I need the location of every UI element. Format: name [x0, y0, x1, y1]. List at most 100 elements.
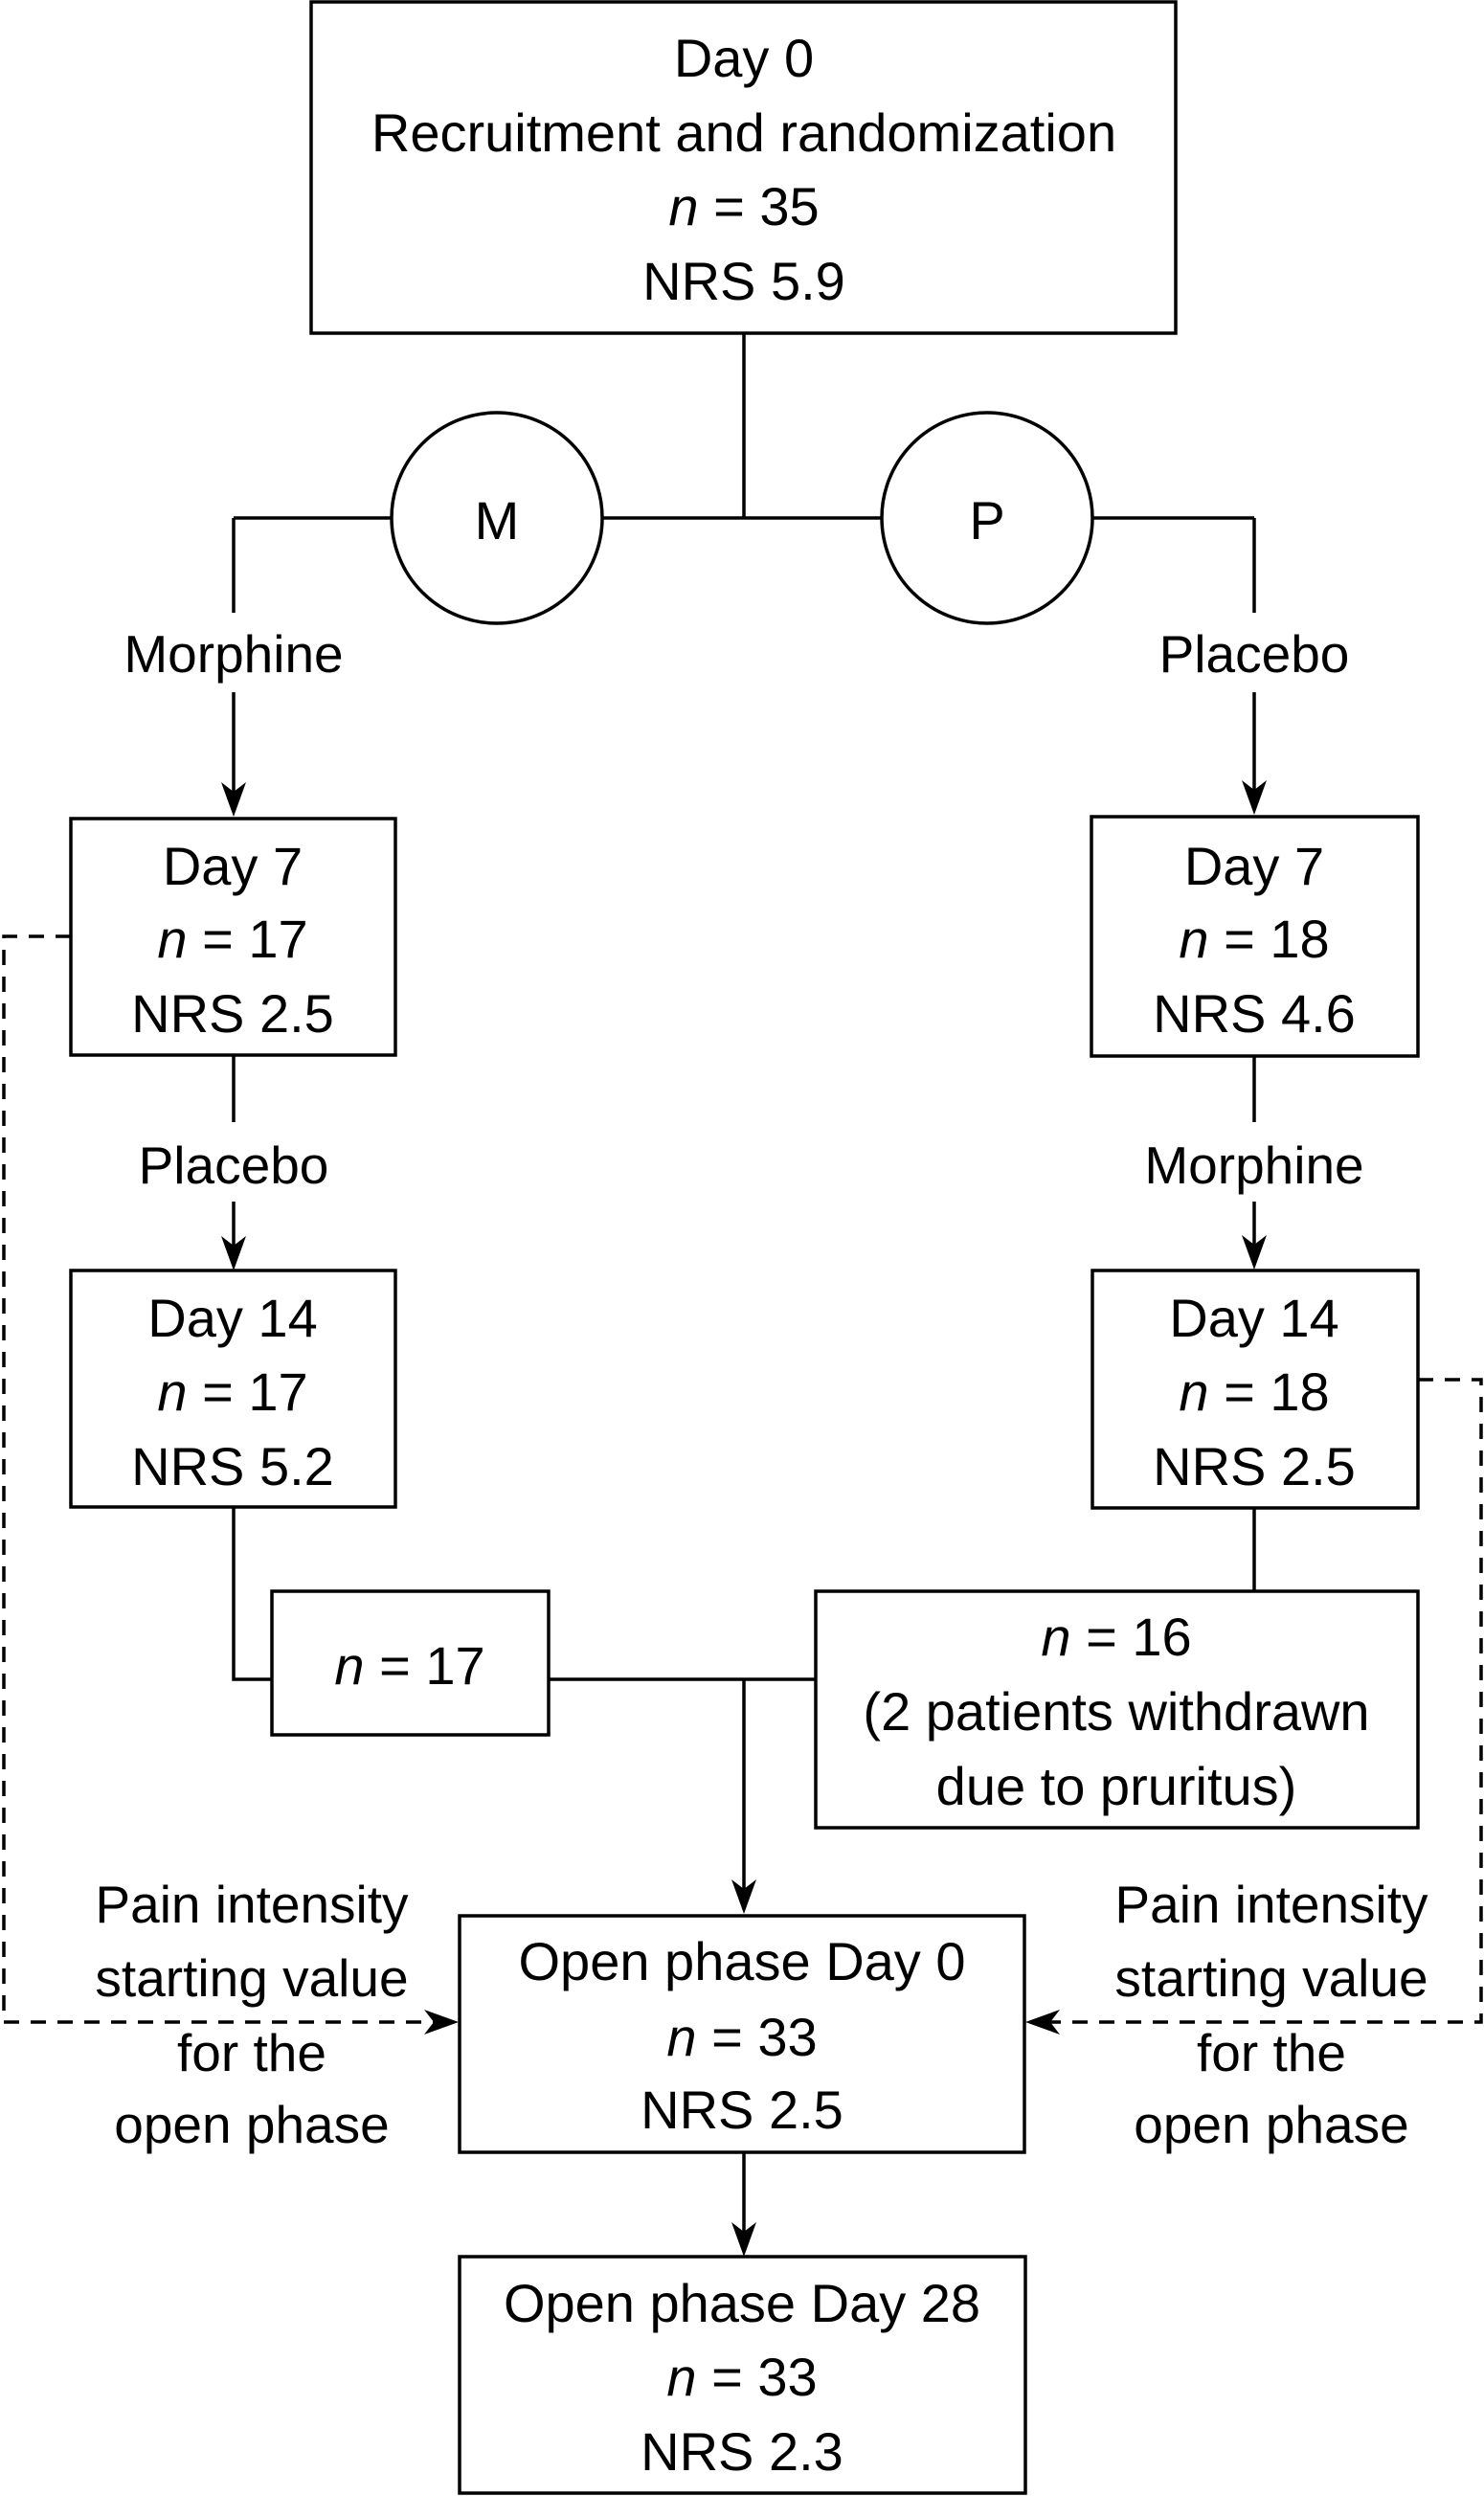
withdrawal-note: due to pruritus) — [936, 1756, 1297, 1816]
node-p-day14: Day 14 n = 18 NRS 2.5 — [1091, 1269, 1420, 1510]
svg-text:NRS 2.5: NRS 2.5 — [131, 983, 334, 1044]
side-note-left: Pain intensity starting value for the op… — [95, 1875, 409, 2154]
node-arm-p: P — [880, 411, 1094, 625]
n-value: = 33 — [697, 2007, 818, 2067]
svg-text:n = 17: n = 17 — [157, 1361, 307, 1422]
edge-label-p-second: Morphine — [1144, 1136, 1363, 1195]
node-title: Day 14 — [1169, 1288, 1338, 1348]
node-title: Day 14 — [147, 1288, 317, 1348]
edge-label-m-first: Morphine — [124, 624, 343, 684]
svg-text:Morphine: Morphine — [124, 624, 343, 684]
svg-text:M: M — [475, 490, 520, 551]
nrs-value: NRS 2.5 — [1153, 1436, 1356, 1496]
nrs-value: NRS 5.9 — [642, 251, 845, 311]
node-m-day7: Day 7 n = 17 NRS 2.5 — [69, 817, 397, 1057]
side-note-line: Pain intensity — [1114, 1875, 1428, 1934]
n-symbol: n — [334, 1635, 364, 1696]
svg-text:starting value: starting value — [95, 1948, 408, 2008]
dashed-m-day7-to-open-day0 — [2, 934, 436, 2024]
n-value: = 18 — [1209, 909, 1330, 969]
svg-text:n = 35: n = 35 — [668, 176, 819, 236]
svg-text:(2 patients withdrawn: (2 patients withdrawn — [863, 1681, 1369, 1742]
svg-text:Placebo: Placebo — [1159, 624, 1350, 684]
svg-text:NRS 4.6: NRS 4.6 — [1153, 983, 1356, 1044]
svg-text:n = 18: n = 18 — [1179, 1361, 1329, 1422]
n-symbol: n — [157, 909, 187, 969]
arrowhead-down — [221, 1236, 246, 1270]
svg-text:n = 16: n = 16 — [1041, 1607, 1191, 1667]
withdrawal-note: (2 patients withdrawn — [863, 1681, 1369, 1742]
edge-label-m-second: Placebo — [139, 1136, 329, 1195]
side-note-line: starting value — [1114, 1948, 1428, 2008]
svg-text:for the: for the — [1197, 2023, 1346, 2082]
arrowhead-down — [731, 1879, 756, 1914]
arrowhead-down — [1242, 780, 1267, 815]
svg-text:Morphine: Morphine — [1144, 1136, 1363, 1195]
svg-text:Day 0: Day 0 — [674, 28, 814, 88]
svg-text:P: P — [969, 490, 1004, 551]
nrs-value: NRS 2.3 — [641, 2421, 843, 2482]
n-symbol: n — [666, 2007, 696, 2067]
svg-text:open phase: open phase — [1134, 2095, 1409, 2154]
edge-label-p-first: Placebo — [1159, 624, 1350, 684]
side-note-right: Pain intensity starting value for the op… — [1114, 1875, 1428, 2154]
arrowhead-left — [1025, 2010, 1060, 2035]
node-subtitle: Recruitment and randomization — [371, 102, 1116, 163]
svg-text:due to pruritus): due to pruritus) — [936, 1756, 1297, 1816]
n-symbol: n — [1179, 909, 1208, 969]
node-m-final: n = 17 — [270, 1589, 551, 1737]
node-open-day0: Open phase Day 0 n = 33 NRS 2.5 — [458, 1914, 1026, 2154]
arrowheads — [221, 780, 1267, 2257]
dashed-p-day14-to-open-day0 — [1048, 1378, 1483, 2024]
svg-text:NRS 2.5: NRS 2.5 — [641, 2080, 843, 2140]
node-m-day14: Day 14 n = 17 NRS 5.2 — [69, 1269, 397, 1509]
nrs-value: NRS 2.5 — [131, 983, 334, 1044]
node-title: Day 7 — [1184, 836, 1324, 896]
svg-text:NRS 2.3: NRS 2.3 — [641, 2421, 843, 2482]
n-symbol: n — [1041, 1607, 1070, 1667]
svg-text:open phase: open phase — [114, 2095, 390, 2154]
n-symbol: n — [157, 1361, 187, 1422]
nrs-value: NRS 4.6 — [1153, 983, 1356, 1044]
side-note-line: starting value — [95, 1948, 408, 2008]
arm-label: M — [475, 490, 520, 551]
svg-text:Open phase Day 28: Open phase Day 28 — [504, 2273, 980, 2333]
svg-text:Open phase Day 0: Open phase Day 0 — [519, 1931, 966, 1991]
arrowhead-down — [221, 782, 246, 817]
arrowhead-right — [424, 2010, 459, 2035]
n-symbol: n — [1179, 1361, 1208, 1422]
connector-m-day14-to-final — [232, 1507, 272, 1681]
svg-text:Recruitment and randomization: Recruitment and randomization — [371, 102, 1116, 163]
arrowhead-down — [731, 2222, 756, 2257]
n-value: = 17 — [365, 1635, 485, 1696]
side-note-line: open phase — [1134, 2095, 1409, 2154]
svg-text:Day 14: Day 14 — [1169, 1288, 1338, 1348]
svg-text:n = 33: n = 33 — [666, 2007, 817, 2067]
side-note-line: for the — [177, 2023, 326, 2082]
node-title: Day 0 — [674, 28, 814, 88]
svg-text:Pain intensity: Pain intensity — [1114, 1875, 1428, 1934]
side-note-line: open phase — [114, 2095, 390, 2154]
node-open-day28: Open phase Day 28 n = 33 NRS 2.3 — [458, 2255, 1027, 2495]
arm-label: P — [969, 490, 1004, 551]
n-value: = 35 — [699, 176, 820, 236]
svg-text:n = 18: n = 18 — [1179, 909, 1329, 969]
svg-text:n = 33: n = 33 — [666, 2347, 817, 2407]
node-title: Open phase Day 28 — [504, 2273, 980, 2333]
svg-text:NRS 5.9: NRS 5.9 — [642, 251, 845, 311]
n-symbol: n — [668, 176, 698, 236]
n-value: = 17 — [188, 1361, 308, 1422]
node-arm-m: M — [390, 411, 604, 625]
node-title: Day 7 — [163, 836, 303, 896]
svg-text:Placebo: Placebo — [139, 1136, 329, 1195]
svg-text:Day 7: Day 7 — [163, 836, 303, 896]
n-value: = 33 — [697, 2347, 818, 2407]
svg-text:for the: for the — [177, 2023, 326, 2082]
node-p-final: n = 16 (2 patients withdrawn due to prur… — [814, 1589, 1420, 1830]
n-value: = 17 — [188, 909, 308, 969]
dashed-connectors — [2, 934, 1483, 2024]
arrowhead-down — [1242, 1235, 1267, 1270]
svg-text:Day 7: Day 7 — [1184, 836, 1324, 896]
svg-text:n = 17: n = 17 — [334, 1635, 484, 1696]
